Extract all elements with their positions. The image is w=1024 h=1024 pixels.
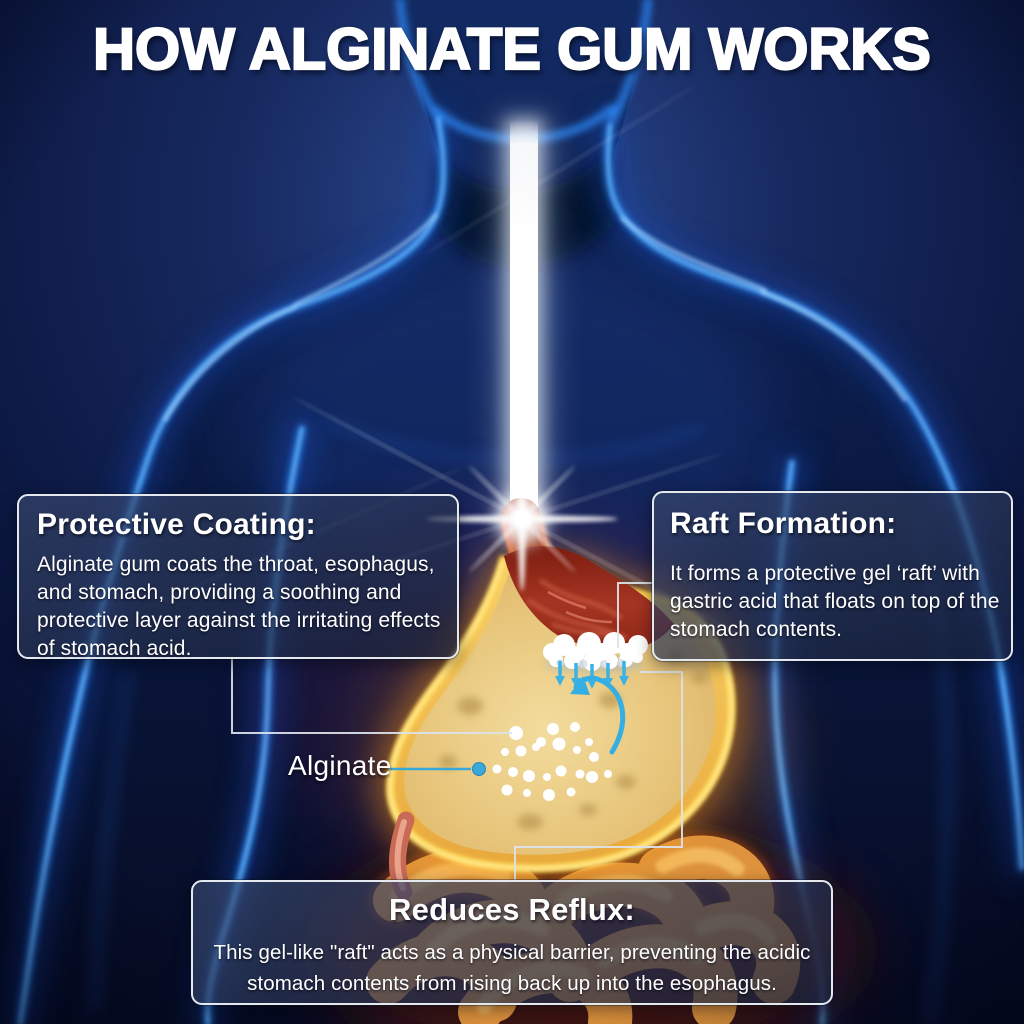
callout-protective-coating: Protective Coating: Alginate gum coats t… (17, 494, 459, 660)
reduces-reflux-body: This gel-like "raft" acts as a physical … (213, 941, 811, 996)
protective-coating-heading: Protective Coating: (37, 508, 316, 541)
page-title: HOW ALGINATE GUM WORKS (92, 17, 932, 82)
reduces-reflux-heading: Reduces Reflux: (389, 892, 635, 927)
raft-formation-heading: Raft Formation: (670, 507, 897, 540)
callout-raft-formation: Raft Formation: It forms a protective ge… (652, 491, 1013, 661)
alginate-label: Alginate (288, 750, 392, 781)
protective-coating-body: Alginate gum coats the throat, esophagus… (37, 553, 441, 660)
raft-formation-body: It forms a protective gel ‘raft’ with ga… (670, 562, 1000, 641)
callout-reduces-reflux: Reduces Reflux: This gel-like "raft" act… (191, 880, 833, 1005)
